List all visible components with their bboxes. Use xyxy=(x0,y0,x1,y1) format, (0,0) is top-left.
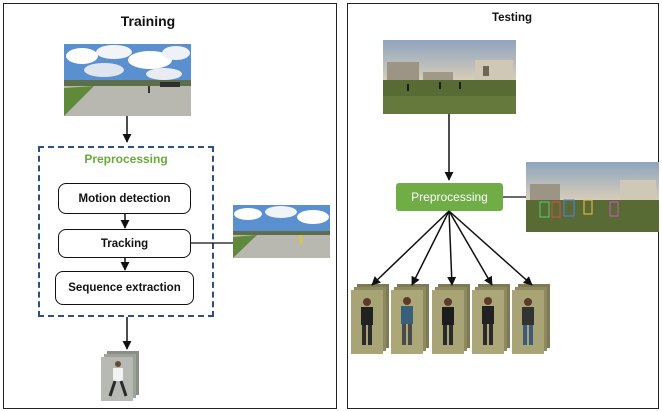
training-input-image xyxy=(64,44,191,116)
sequence-extraction-step: Sequence extraction xyxy=(55,271,194,305)
training-preprocessing-label: Preprocessing xyxy=(84,152,168,166)
arrow-to-sequence-2 xyxy=(411,210,450,286)
testing-title: Testing xyxy=(491,12,533,24)
testing-detection-image xyxy=(526,162,659,232)
tracking-step: Tracking xyxy=(58,229,191,258)
training-output-sequence xyxy=(101,351,139,401)
testing-input-image xyxy=(383,40,516,114)
tracking-example-image xyxy=(233,205,330,258)
arrow-to-sequence-5 xyxy=(448,210,533,286)
motion-detection-step: Motion detection xyxy=(58,183,191,214)
training-title: Training xyxy=(120,13,176,29)
training-preprocessing-box xyxy=(38,146,214,317)
arrow-to-sequence-1 xyxy=(371,210,450,286)
testing-output-sequence-5 xyxy=(512,284,550,354)
arrow-to-sequence-3 xyxy=(447,210,457,286)
testing-output-sequence-1 xyxy=(351,284,389,354)
testing-output-sequence-2 xyxy=(391,284,429,354)
testing-output-sequence-3 xyxy=(432,284,470,354)
arrow-to-sequence-4 xyxy=(448,210,493,286)
testing-output-sequence-4 xyxy=(472,284,510,354)
testing-preprocessing-box: Preprocessing xyxy=(396,183,503,211)
